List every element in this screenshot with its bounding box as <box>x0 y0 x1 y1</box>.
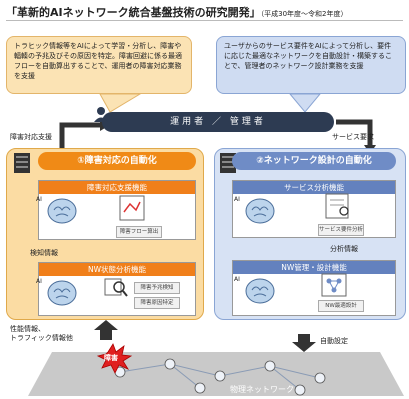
operators-admins-bar: 運用者 ／ 管理者 <box>102 112 334 132</box>
callout-left-pointer <box>99 93 142 113</box>
network-node <box>214 370 226 382</box>
network-node <box>294 384 306 396</box>
nw-optimal-design-chip: NW最適設計 <box>318 300 364 312</box>
fault-label: 障害 <box>104 354 118 362</box>
perf-info-arrow <box>94 320 118 340</box>
fault-sign-detect-chip: 障害予兆検知 <box>134 282 180 294</box>
ai-brain-icon <box>244 196 276 230</box>
analysis-info-label: 分析情報 <box>330 245 358 253</box>
title-main: 「革新的AIネットワーク統合基盤技術の研究開発」 <box>6 6 261 19</box>
callout-fault-automation: トラヒック情報等をAIによって学習・分析し、障害や輻輳の予兆及びその原因を特定。… <box>6 36 192 94</box>
network-node <box>314 372 326 384</box>
physical-network-label: 物理ネットワーク <box>230 385 294 394</box>
fault-flow-chip: 障害フロー算出 <box>116 226 162 238</box>
ai-brain-icon <box>46 278 78 312</box>
page-title: 「革新的AIネットワーク統合基盤技術の研究開発」（平成30年度〜令和2年度） <box>6 4 347 20</box>
title-period: （平成30年度〜令和2年度） <box>260 10 348 18</box>
callout-right-pointer <box>288 93 322 113</box>
network-design-ribbon: ②ネットワーク設計の自動化 <box>232 152 396 170</box>
fault-burst-icon <box>96 343 133 374</box>
service-request-label: サービス要求 <box>332 133 374 141</box>
operators-admins-label: 運用者 ／ 管理者 <box>170 117 266 127</box>
service-req-analysis-chip: サービス要件分析 <box>318 224 364 236</box>
flow-document-icon <box>118 194 148 222</box>
ai-brain-icon <box>46 196 78 230</box>
fault-support-function-title: 障害対応支援機能 <box>39 181 195 194</box>
network-design-doc-icon <box>320 272 350 298</box>
detection-info-label: 検知情報 <box>30 249 58 257</box>
ai-label: AI <box>234 196 240 203</box>
ai-label: AI <box>36 196 42 203</box>
magnifier-chart-icon <box>104 276 128 298</box>
network-node <box>264 360 276 372</box>
nw-management-design-title: NW管理・設計機能 <box>233 261 395 274</box>
ai-label: AI <box>234 276 240 283</box>
auto-setting-label: 自動設定 <box>320 337 348 345</box>
ai-brain-icon <box>244 276 276 310</box>
network-node <box>194 382 206 394</box>
network-nodes <box>114 358 326 396</box>
callout-left-text: トラヒック情報等をAIによって学習・分析し、障害や輻輳の予兆及びその原因を特定。… <box>14 42 182 80</box>
fault-support-label: 障害対応支援 <box>10 133 52 141</box>
service-analysis-title: サービス分析機能 <box>233 181 395 194</box>
operator-person-icon <box>92 106 110 122</box>
server-icon <box>12 152 32 174</box>
callout-network-design: ユーザからのサービス要件をAIによって分析し、要件に応じた最適なネットワークを自… <box>216 36 406 94</box>
perf-traffic-info-label: 性能情報、 トラフィック情報他 <box>10 325 73 342</box>
nw-state-analysis-title: NW状態分析機能 <box>39 263 195 276</box>
auto-setting-arrow <box>292 334 316 352</box>
network-node <box>164 358 176 370</box>
title-divider <box>6 20 403 21</box>
requirement-doc-icon <box>324 192 354 220</box>
fault-cause-chip: 障害原因特定 <box>134 297 180 309</box>
callout-right-text: ユーザからのサービス要件をAIによって分析し、要件に応じた最適なネットワークを自… <box>224 42 392 70</box>
fault-automation-ribbon: ①障害対応の自動化 <box>38 152 196 170</box>
network-design-ribbon-label: ②ネットワーク設計の自動化 <box>256 156 372 166</box>
fault-support-arrow <box>59 122 100 150</box>
ai-label: AI <box>36 278 42 285</box>
fault-automation-ribbon-label: ①障害対応の自動化 <box>77 156 157 166</box>
service-request-arrow <box>336 119 373 145</box>
